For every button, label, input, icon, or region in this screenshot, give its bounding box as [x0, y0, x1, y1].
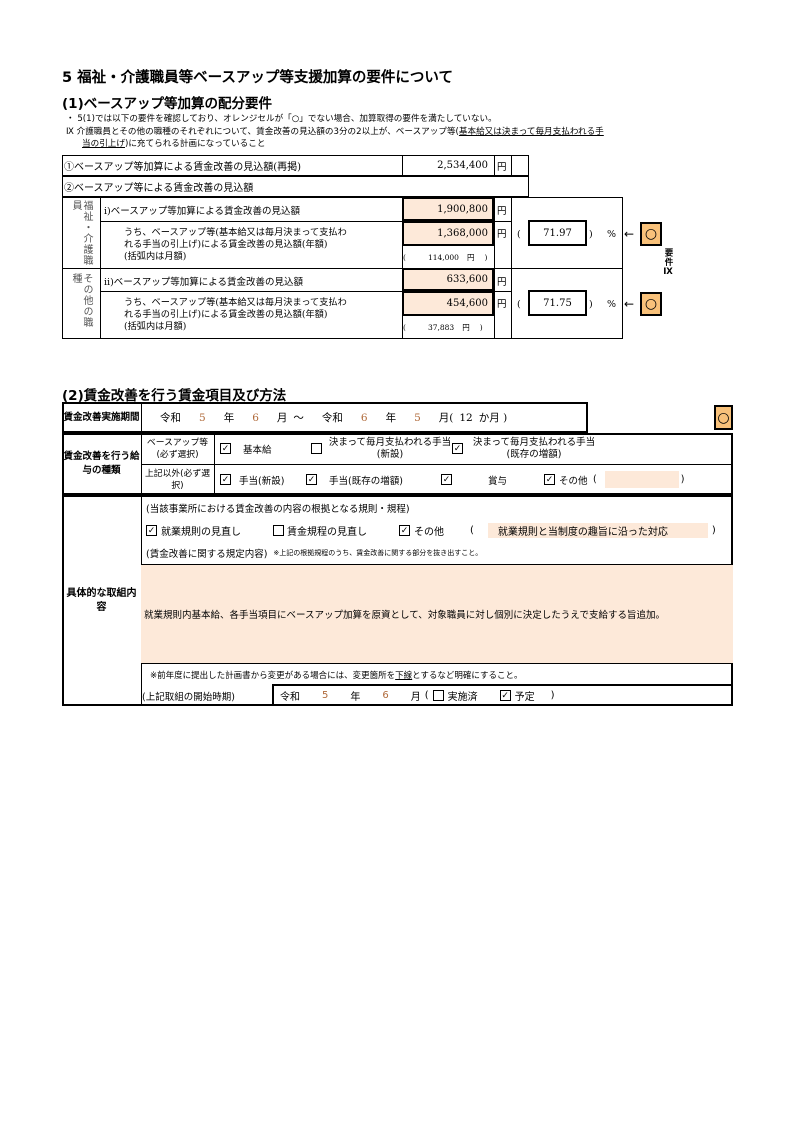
provision-text[interactable]: 就業規則内基本給、各手当項目にベースアップ加算を原資として、対象職員に対し個別に…	[144, 610, 665, 621]
base-select-label: ベースアップ等(必ず選択)	[146, 437, 209, 460]
base-options: ✓ 基本給 決まって毎月支払われる手当(新設) ✓ 決まって毎月支払われる手当(…	[220, 436, 596, 460]
note-1: ・ 5(1)では以下の要件を確認しており、オレンジセルが「○」でない場合、加算取…	[66, 114, 497, 124]
change-note: ※前年度に提出した計画書から変更がある場合には、変更箇所を下線とするなど明確にす…	[150, 671, 523, 681]
basis-heading: (当該事業所における賃金改善の内容の根拠となる規則・規程)	[146, 503, 410, 515]
group2-ii-label: ⅱ)ベースアップ等加算による賃金改善の見込額	[104, 276, 304, 288]
group1-label: 福祉・介護職員	[70, 200, 92, 266]
period-row	[62, 402, 588, 433]
note-2: Ⅸ 介護職員とその他の職種のそれぞれについて、賃金改善の見込額の3分の2以上が、…	[66, 127, 604, 137]
section2-title: (2)賃金改善を行う賃金項目及び方法	[62, 388, 287, 404]
other-checkbox[interactable]: ✓	[544, 474, 555, 485]
group2-sub-unit: 円	[497, 299, 507, 310]
table1-row1-unit: 円	[497, 161, 507, 173]
group1-arrow: ←	[624, 227, 635, 241]
group2-label: その他の職種	[70, 273, 92, 328]
rule2-checkbox[interactable]	[273, 524, 284, 536]
implemented-checkbox[interactable]	[432, 689, 444, 701]
rule1-checkbox[interactable]: ✓	[146, 524, 157, 536]
start-month[interactable]: 6	[252, 411, 259, 424]
fixed-new-checkbox[interactable]	[311, 443, 322, 454]
group1-result: ○	[644, 226, 658, 242]
allowance-increase-checkbox[interactable]: ✓	[306, 474, 317, 485]
provision-heading-row: (賃金改善に関する規定内容) ※上記の根拠規程のうち、賃金改善に関する部分を抜き…	[146, 548, 483, 560]
rule3-checkbox[interactable]: ✓	[399, 524, 410, 536]
types-label: 賃金改善を行う給与の種類	[63, 451, 140, 476]
table1-row2-label: ②ベースアップ等による賃金改善の見込額	[64, 183, 254, 194]
group2-rate: 71.75	[543, 297, 572, 309]
end-year[interactable]: 6	[360, 411, 368, 424]
other-input[interactable]	[604, 471, 679, 488]
period-result: ○	[717, 409, 730, 426]
group1-sub-label: うち、ベースアップ等(基本給又は毎月決まって支払わ れる手当の引上げ)による賃金…	[124, 227, 347, 262]
kihonkyu-checkbox[interactable]: ✓	[220, 443, 231, 454]
group1-rate: 71.97	[543, 227, 572, 239]
start-values: 令和 5 年 6 月 ( 実施済 ✓ 予定 )	[280, 689, 555, 703]
detail-label: 具体的な取組内容	[66, 587, 137, 613]
table1-row2	[62, 176, 529, 197]
section-title: 5 福祉・介護職員等ベースアップ等支援加算の要件について	[62, 70, 453, 86]
group2-arrow: ←	[624, 297, 635, 311]
group1-sub-unit: 円	[497, 229, 507, 240]
table1-row1-label: ①ベースアップ等加算による賃金改善の見込額(再掲)	[64, 162, 302, 173]
end-month[interactable]: 5	[414, 411, 421, 424]
group2-sub-value: 454,600	[446, 298, 488, 309]
requirement-label: 要件Ⅸ	[663, 248, 673, 278]
group2-result: ○	[644, 296, 658, 312]
other-options: ✓ 手当(新設) ✓ 手当(既存の増額) ✓ 賞与 ✓ その他 ( )	[220, 464, 730, 495]
section-subtitle: (1)ベースアップ等加算の配分要件	[62, 96, 273, 112]
fixed-increase-checkbox[interactable]: ✓	[452, 443, 463, 454]
table1-row1	[62, 155, 529, 176]
table1-row1-value: 2,534,400	[437, 160, 488, 171]
group1-sub-value: 1,368,000	[437, 228, 488, 239]
planned-checkbox[interactable]: ✓	[499, 689, 511, 701]
group1-i-value: 1,900,800	[437, 203, 488, 215]
group2-percent: %	[607, 298, 617, 310]
group1-i-unit: 円	[497, 206, 507, 217]
allowance-new-checkbox[interactable]: ✓	[220, 474, 231, 485]
rules-row: ✓ 就業規則の見直し 賃金規程の見直し ✓ その他 ( 就業規則と当制度の趣旨に…	[146, 522, 716, 538]
period-label: 賃金改善実施期間	[63, 412, 140, 423]
rule-other-value[interactable]: 就業規則と当制度の趣旨に沿った対応	[487, 522, 708, 538]
period-values: 令和 5 年 6 月 ～ 令和 6 年 5 月( 12 か月 )	[160, 411, 508, 425]
start-label: (上記取組の開始時期)	[142, 691, 235, 703]
group2-ii-unit: 円	[497, 276, 507, 288]
start-year[interactable]: 5	[199, 411, 206, 424]
group2-ii-value: 633,600	[446, 274, 488, 285]
other-select-label: 上記以外(必ず選択)	[144, 468, 210, 491]
group1-percent: %	[607, 228, 617, 240]
bonus-checkbox[interactable]: ✓	[441, 474, 452, 485]
note-2-line2: 当の引上げ)に充てられる計画になっていること	[82, 139, 266, 149]
group2-sub-label: うち、ベースアップ等(基本給又は毎月決まって支払わ れる手当の引上げ)による賃金…	[124, 297, 347, 332]
group1-i-label: ⅰ)ベースアップ等加算による賃金改善の見込額	[104, 206, 300, 217]
